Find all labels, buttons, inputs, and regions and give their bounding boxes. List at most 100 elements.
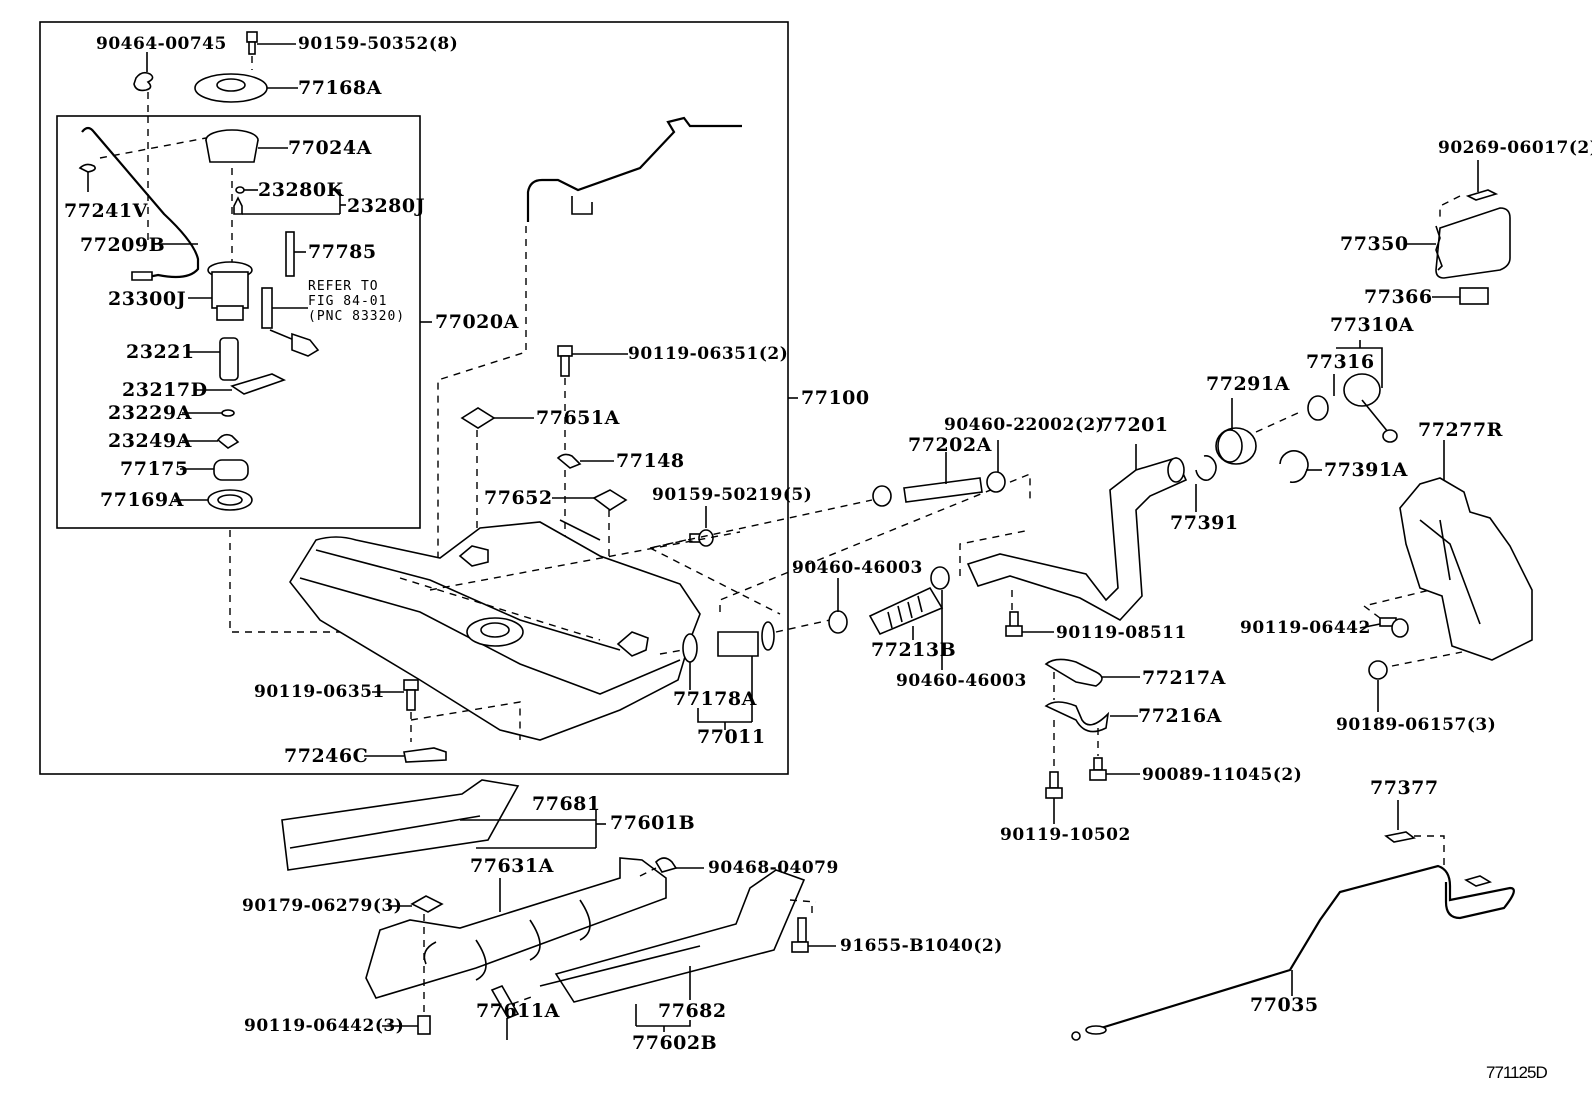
- label-77100: 77100: [801, 387, 870, 409]
- part-gauge-77024A: [99, 129, 288, 163]
- part-cap-77310A: [1307, 340, 1398, 443]
- label-23221: 23221: [126, 341, 195, 363]
- label-90089-11045: 90089-11045(2): [1142, 765, 1303, 785]
- part-bolt-91655-B1040: [791, 906, 836, 953]
- label-77216A: 77216A: [1138, 705, 1222, 727]
- label-91655-B1040: 91655-B1040(2): [840, 936, 1003, 956]
- label-77148: 77148: [616, 450, 685, 472]
- part-clamps-90460-22002: [649, 440, 1006, 549]
- label-90460-46003-a: 90460-46003: [792, 558, 923, 578]
- label-77602B: 77602B: [632, 1032, 718, 1054]
- label-77011: 77011: [697, 726, 766, 748]
- label-90159-50352: 90159-50352(8): [298, 34, 459, 54]
- label-77020A: 77020A: [435, 311, 519, 333]
- part-filler-pipe-77201: [959, 444, 1188, 622]
- label-77631A: 77631A: [470, 855, 554, 877]
- label-77024A: 77024A: [288, 137, 372, 159]
- part-pad-77651A: [460, 407, 534, 530]
- part-clamp-77217A: [1044, 658, 1140, 700]
- part-hose-77202A: [903, 452, 983, 503]
- label-77350: 77350: [1340, 233, 1409, 255]
- part-ring-77391A: [1279, 450, 1322, 484]
- label-23249A: 23249A: [108, 430, 192, 452]
- label-77611A: 77611A: [476, 1000, 560, 1022]
- label-23280K: 23280K: [258, 179, 344, 201]
- label-90460-22002: 90460-22002(2): [944, 415, 1105, 435]
- part-pad-77652: [552, 489, 628, 560]
- part-clamp-77377: [1384, 800, 1445, 866]
- part-protector-77277R: [1399, 440, 1533, 661]
- dash-vent-to-tank: [437, 226, 527, 620]
- label-90269-06017: 90269-06017(2): [1438, 138, 1592, 158]
- label-90119-06351-2: 90119-06351(2): [628, 344, 789, 364]
- part-bolt-90119-06442: [1359, 589, 1431, 638]
- label-77682: 77682: [658, 1000, 727, 1022]
- note-line-1: REFER TO: [308, 279, 379, 294]
- label-23229A: 23229A: [108, 402, 192, 424]
- label-90119-06351: 90119-06351: [254, 682, 385, 702]
- part-bolt-90119-06351-2: [557, 345, 628, 452]
- part-23229A: [182, 409, 235, 417]
- part-sender-77785: [285, 231, 306, 277]
- label-90179-06279: 90179-06279(3): [242, 896, 403, 916]
- label-77316: 77316: [1306, 351, 1375, 373]
- label-77391A: 77391A: [1324, 459, 1408, 481]
- part-pump-housing-23300J: [188, 261, 253, 321]
- part-pin-77611A: [490, 984, 535, 1040]
- part-band-77682: [539, 869, 817, 1032]
- part-77175: [180, 459, 249, 481]
- part-bolt-90119-08511: [1005, 611, 1054, 637]
- part-bolt-90089-11045: [1089, 757, 1140, 781]
- part-fuel-door-77350: [1406, 160, 1511, 279]
- part-clip-90464-00745: [133, 52, 154, 116]
- label-77391: 77391: [1170, 512, 1239, 534]
- label-23300J: 23300J: [108, 288, 187, 310]
- label-77209B: 77209B: [80, 234, 166, 256]
- label-23217D: 23217D: [122, 379, 208, 401]
- part-23249A: [182, 433, 240, 449]
- part-fuel-tank: [289, 519, 741, 741]
- label-23280J: 23280J: [347, 195, 426, 217]
- part-77011-filler-joint: [649, 472, 1031, 730]
- part-clip-77241V: [78, 163, 96, 192]
- part-grommet-77291A: [1215, 398, 1301, 465]
- note-line-2: FIG 84-01: [308, 293, 388, 309]
- label-77202A: 77202A: [908, 434, 992, 456]
- part-tube-77209B: [81, 126, 200, 281]
- part-band-77681: [281, 779, 606, 871]
- label-77377: 77377: [1370, 777, 1439, 799]
- part-bolt-90119-06442-3: [382, 1015, 431, 1035]
- part-23280K: [235, 186, 258, 194]
- label-77785: 77785: [308, 241, 377, 263]
- label-90189-06157: 90189-06157(3): [1336, 715, 1497, 735]
- label-90119-10502: 90119-10502: [1000, 825, 1131, 845]
- label-77168A: 77168A: [298, 77, 382, 99]
- note-line-3: (PNC 83320): [308, 308, 406, 324]
- part-clamp-77216A: [1044, 701, 1138, 768]
- label-77241V: 77241V: [64, 200, 148, 222]
- label-90119-06442-3: 90119-06442(3): [244, 1016, 405, 1036]
- part-hose-77213B: [828, 566, 950, 670]
- part-clip-90468-04079: [639, 857, 704, 877]
- label-90468-04079: 90468-04079: [708, 858, 839, 878]
- label-77175: 77175: [120, 458, 189, 480]
- part-retainer-77168A: [194, 73, 298, 103]
- label-77201: 77201: [1100, 414, 1169, 436]
- part-bolt-90119-10502: [1045, 771, 1063, 824]
- label-77277R: 77277R: [1418, 419, 1503, 441]
- label-77310A: 77310A: [1330, 314, 1414, 336]
- label-77366: 77366: [1364, 286, 1433, 308]
- label-77601B: 77601B: [610, 812, 696, 834]
- part-spring-77366: [1432, 287, 1489, 305]
- part-vent-tube: [526, 116, 742, 222]
- part-23280-valve: [233, 189, 346, 215]
- part-77178A-gasket: [659, 633, 698, 690]
- label-90159-50219: 90159-50219(5): [652, 485, 813, 505]
- label-77178A: 77178A: [673, 688, 757, 710]
- label-77217A: 77217A: [1142, 667, 1226, 689]
- label-77651A: 77651A: [536, 407, 620, 429]
- figure-code: 771125D: [1486, 1063, 1548, 1082]
- label-77035: 77035: [1250, 994, 1319, 1016]
